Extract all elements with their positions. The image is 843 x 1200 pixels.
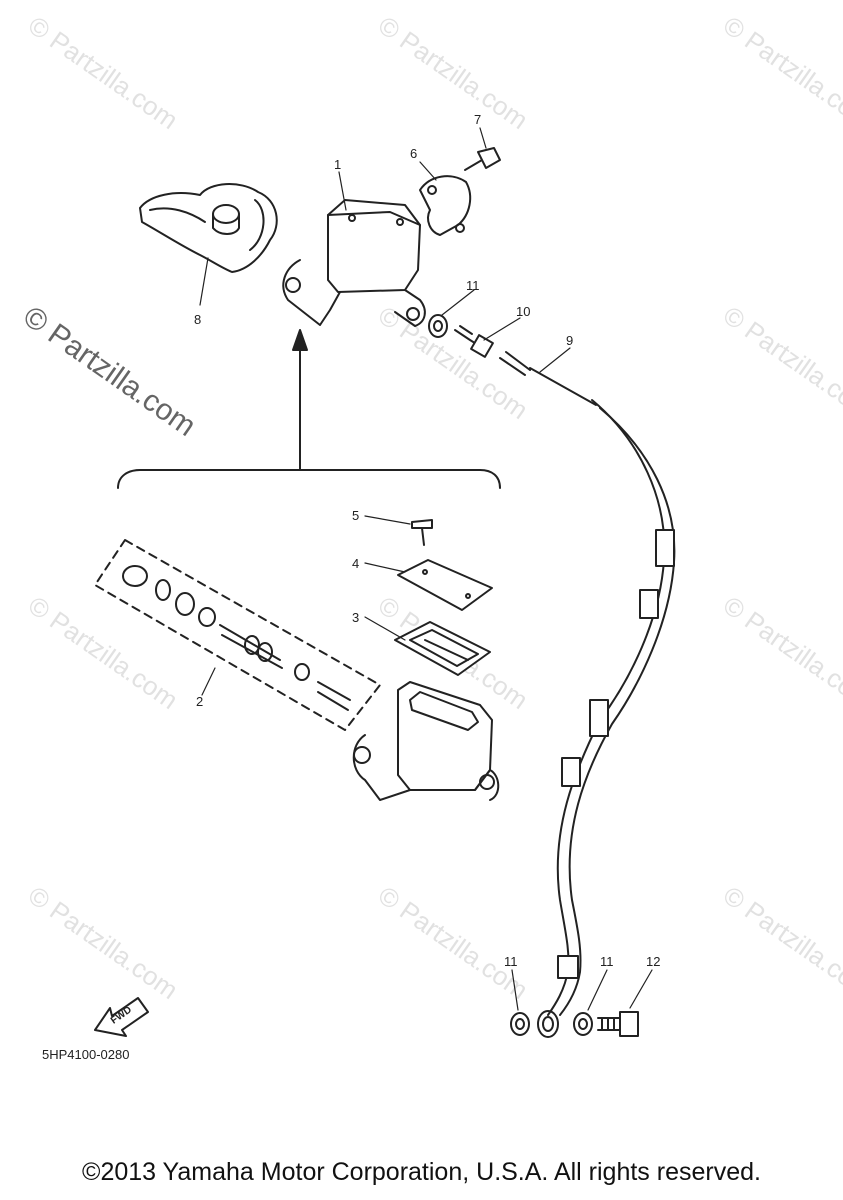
callout-2: 2: [196, 694, 204, 709]
screw-part: [411, 519, 433, 546]
diaphragm-part: [394, 621, 491, 676]
callout-6: 6: [410, 146, 418, 161]
callout-11-bottom-left: 11: [504, 954, 518, 969]
callout-11-top: 11: [466, 278, 480, 293]
callout-10: 10: [516, 304, 531, 319]
callout-8: 8: [194, 312, 202, 327]
callout-1: 1: [334, 157, 342, 172]
callout-3: 3: [352, 610, 360, 625]
fwd-arrow-icon: [94, 997, 149, 1037]
callout-11-bottom-right: 11: [600, 954, 614, 969]
hose-fittings-top: [428, 314, 597, 406]
master-cylinder-part: [282, 199, 426, 327]
callout-4: 4: [352, 556, 360, 571]
bolt-part: [464, 147, 501, 171]
callout-5: 5: [352, 508, 360, 523]
clamp-part: [419, 175, 472, 236]
master-cylinder-body-exploded: [352, 681, 500, 801]
banjo-fittings-bottom: [510, 1010, 639, 1038]
piston-kit-part: [94, 539, 381, 731]
callout-9: 9: [566, 333, 574, 348]
reservoir-cap-part: [397, 559, 493, 611]
copyright-notice: ©2013 Yamaha Motor Corporation, U.S.A. A…: [82, 1158, 761, 1186]
exploded-view-bracket: [117, 329, 501, 489]
diagram-code: 5HP4100-0280: [42, 1047, 130, 1062]
callout-7: 7: [474, 112, 482, 127]
brake-hose-part: [547, 399, 676, 1016]
lever-boot-part: [139, 183, 278, 273]
leader-lines: [199, 127, 653, 1011]
callout-12: 12: [646, 954, 661, 969]
